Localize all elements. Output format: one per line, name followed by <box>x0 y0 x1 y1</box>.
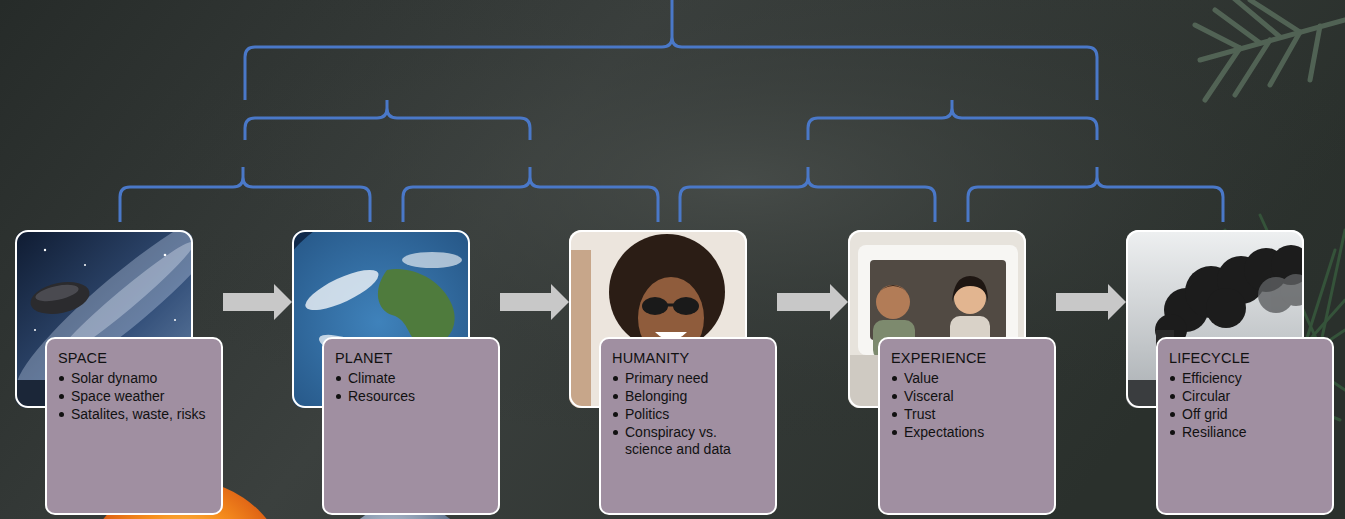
flow-arrow <box>223 293 274 311</box>
card-heading: LIFECYCLE <box>1169 350 1322 367</box>
bullet-item: Politics <box>612 406 765 423</box>
flow-arrow <box>500 293 551 311</box>
bullet-item: Conspiracy vs. science and data <box>612 424 765 458</box>
bullet-item: Satalites, waste, risks <box>58 406 211 423</box>
bracket-tree <box>120 0 1223 222</box>
bullet-item: Climate <box>335 370 488 387</box>
flow-arrow <box>1056 293 1108 311</box>
topic-card: HUMANITY Primary needBelongingPoliticsCon… <box>569 230 777 515</box>
topic-card: EXPERIENCE ValueVisceralTrustExpectations <box>848 230 1056 515</box>
topic-card: SPACE Solar dynamoSpace weatherSatalites,… <box>15 230 223 515</box>
topic-card: LIFECYCLE EfficiencyCircularOff gridResil… <box>1126 230 1334 515</box>
text-panel: EXPERIENCE ValueVisceralTrustExpectations <box>878 337 1056 515</box>
card-heading: EXPERIENCE <box>891 350 1044 367</box>
card-heading: PLANET <box>335 350 488 367</box>
bullet-item: Efficiency <box>1169 370 1322 387</box>
bullet-item: Space weather <box>58 388 211 405</box>
text-panel: LIFECYCLE EfficiencyCircularOff gridResil… <box>1156 337 1334 515</box>
topic-card: PLANET ClimateResources <box>292 230 500 515</box>
bullet-item: Solar dynamo <box>58 370 211 387</box>
text-panel: PLANET ClimateResources <box>322 337 500 515</box>
card-heading: HUMANITY <box>612 350 765 367</box>
text-panel: SPACE Solar dynamoSpace weatherSatalites,… <box>45 337 223 515</box>
bullet-item: Resources <box>335 388 488 405</box>
bullet-item: Value <box>891 370 1044 387</box>
flow-arrow <box>777 293 830 311</box>
bullet-item: Visceral <box>891 388 1044 405</box>
bullet-item: Off grid <box>1169 406 1322 423</box>
bullet-item: Belonging <box>612 388 765 405</box>
bullet-item: Resiliance <box>1169 424 1322 441</box>
bullet-item: Trust <box>891 406 1044 423</box>
card-heading: SPACE <box>58 350 211 367</box>
bullet-item: Primary need <box>612 370 765 387</box>
text-panel: HUMANITY Primary needBelongingPoliticsCon… <box>599 337 777 515</box>
bullet-item: Expectations <box>891 424 1044 441</box>
bullet-item: Circular <box>1169 388 1322 405</box>
